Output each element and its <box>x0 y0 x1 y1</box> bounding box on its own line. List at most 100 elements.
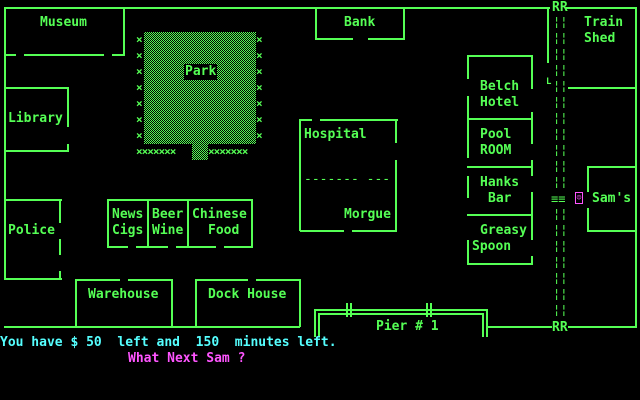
wall <box>587 166 636 168</box>
pier-post <box>346 303 348 317</box>
rail-tie: ¦¦ <box>553 79 568 93</box>
wall <box>531 55 533 89</box>
location-sams[interactable]: Sam's <box>588 167 636 231</box>
sams-label: Sam's <box>592 191 632 206</box>
location-greasy-spoon[interactable]: Greasy Spoon <box>468 215 532 265</box>
wall <box>24 54 104 56</box>
wall <box>256 279 301 281</box>
wall <box>467 55 533 57</box>
pier-post <box>430 303 432 317</box>
wall <box>635 168 637 328</box>
location-news-cigs[interactable]: News Cigs <box>108 199 148 247</box>
wall <box>352 230 397 232</box>
park-lawn <box>144 32 256 144</box>
wall <box>300 230 344 232</box>
location-hanks-bar[interactable]: Hanks Bar <box>468 167 532 215</box>
wall <box>395 160 397 231</box>
wall <box>4 150 69 152</box>
hedge-right: ××××××× <box>256 33 263 142</box>
pier-edge <box>486 309 488 337</box>
wall <box>195 279 197 327</box>
beer-label-1: Beer <box>152 207 184 222</box>
wall <box>467 240 469 265</box>
wall <box>136 246 168 248</box>
wall <box>587 230 636 232</box>
location-museum[interactable]: Museum <box>4 7 126 57</box>
status-line: You have $ 50 left and 150 minutes left. <box>0 335 337 350</box>
hedge-bottom-left: ××××××× <box>136 145 176 158</box>
location-chinese-food[interactable]: Chinese Food <box>188 199 252 247</box>
wall <box>67 87 69 127</box>
railroad-top-label: RR <box>552 0 568 15</box>
museum-label: Museum <box>40 15 87 30</box>
wall <box>467 55 469 79</box>
wall <box>467 166 533 168</box>
command-prompt[interactable]: What Next Sam ? <box>128 351 246 366</box>
wall <box>320 119 398 121</box>
wall <box>315 38 353 40</box>
wall <box>587 166 589 192</box>
hanks-bar-label-1: Hanks <box>480 175 520 190</box>
player-smiley-icon: ☺ <box>575 192 583 204</box>
wall <box>531 192 533 240</box>
rail-tie: ¦¦ <box>553 287 568 301</box>
wall <box>4 54 16 56</box>
rail-tie: ¦¦ <box>553 175 568 189</box>
location-library[interactable]: Library <box>4 87 70 153</box>
rail-tie: ¦¦ <box>553 239 568 253</box>
wall <box>67 144 69 152</box>
location-morgue[interactable]: Morgue <box>300 190 398 232</box>
rail-tie: ¦¦ <box>553 95 568 109</box>
rail-tie: ¦¦ <box>553 143 568 157</box>
location-dock-house[interactable]: Dock House <box>196 279 300 327</box>
location-belch-hotel[interactable]: Belch Hotel <box>468 55 532 119</box>
rail-tie: ¦¦ <box>553 303 568 317</box>
wall <box>467 263 533 265</box>
bank-label: Bank <box>344 15 376 30</box>
location-bank[interactable]: Bank <box>316 7 406 41</box>
location-beer-wine[interactable]: Beer Wine <box>148 199 188 247</box>
pier-post <box>426 303 428 317</box>
location-police[interactable]: Police <box>4 199 62 279</box>
wall <box>531 256 533 265</box>
rail-tie: ¦¦ <box>553 223 568 237</box>
location-pool-room[interactable]: Pool ROOM <box>468 119 532 167</box>
rail-tie: ¦¦ <box>553 255 568 269</box>
location-hospital[interactable]: Hospital <box>300 119 398 175</box>
pier-edge <box>482 313 484 337</box>
news-label-1: News <box>112 207 144 222</box>
pier-edge <box>318 313 320 337</box>
location-train-shed[interactable]: Train Shed <box>568 7 636 87</box>
pier-label: Pier # 1 <box>376 319 439 334</box>
wall <box>128 279 173 281</box>
hanks-bar-label-2: Bar <box>488 191 512 206</box>
wall <box>187 199 189 247</box>
wall <box>4 7 6 157</box>
location-warehouse[interactable]: Warehouse <box>76 279 172 327</box>
wall <box>107 246 128 248</box>
wall <box>587 208 589 232</box>
wall <box>59 199 61 223</box>
wall <box>75 279 77 327</box>
park-entrance <box>192 144 208 160</box>
pier-edge <box>314 309 486 311</box>
location-pier-1[interactable]: Pier # 1 <box>316 309 488 337</box>
wall <box>531 160 533 176</box>
belch-hotel-label-1: Belch <box>480 79 520 94</box>
police-label: Police <box>8 223 55 238</box>
wall <box>566 7 636 9</box>
belch-hotel-label-2: Hotel <box>480 95 520 110</box>
wall <box>251 199 253 247</box>
rail-tie: ¦¦ <box>553 127 568 141</box>
rail-tie: ¦¦ <box>553 111 568 125</box>
chinese-label-2: Food <box>208 223 240 238</box>
hedge-left: ××××××× <box>136 33 143 142</box>
wall <box>395 119 397 143</box>
wall <box>300 119 312 121</box>
rail-tie: ¦¦ <box>553 47 568 61</box>
hospital-label: Hospital <box>304 127 367 142</box>
wall <box>467 118 533 120</box>
pier-edge <box>318 313 482 315</box>
wall <box>75 279 120 281</box>
